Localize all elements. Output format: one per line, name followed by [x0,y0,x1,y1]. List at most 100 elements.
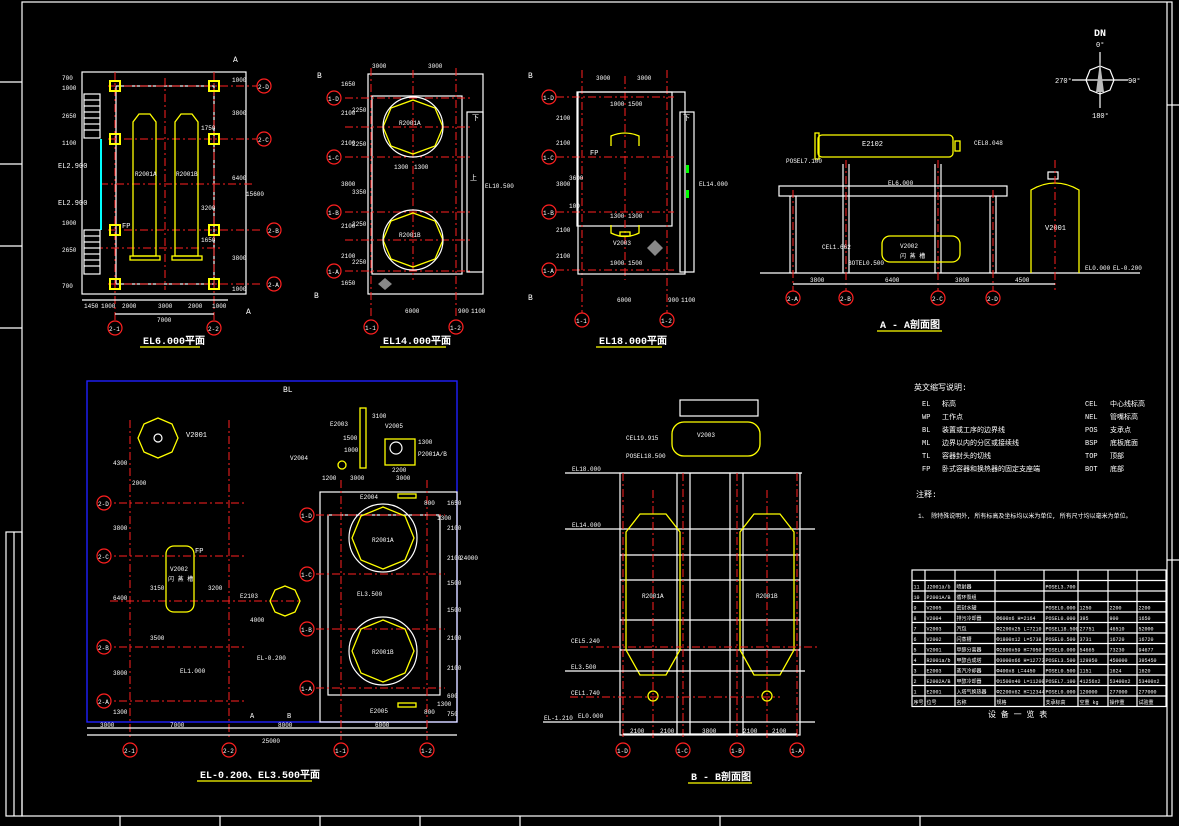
vessel-r2001b-section [739,513,795,676]
stair-top [83,93,101,139]
table-cell: Φ2200x25 L=7210 [997,627,1042,633]
legend-abbr: CEL [1085,401,1098,409]
svg-text:7000: 7000 [170,722,185,729]
axis-bubbles-bottom: 1-1 1-2 [363,319,464,335]
axis-label: 1-A [791,748,802,755]
vessel-e2003-plan [359,407,367,469]
dims-bottom: 3000 7000 8000 6000 25000 [87,722,457,745]
svg-text:1500: 1500 [447,607,462,614]
svg-text:1300: 1300 [437,515,452,522]
vessel-tag: R2001B [372,649,394,656]
axis-bubbles-bottom: 2-1 2-2 [107,320,222,336]
axis-label: 1-A [328,269,339,276]
vessel-r2001a-plan [382,99,444,155]
legend-desc: 工作点 [942,412,963,422]
axis-label: 1-A [301,686,312,693]
table-cell: Φ600x6 H=2164 [997,616,1036,622]
view-el18-plan: V2003 FP 下 EL14.000 3000 3000 B B 1000 1… [528,70,728,348]
dim: 1100 [471,308,486,315]
vessel-tag: V2002 [170,566,188,573]
svg-text:2100: 2100 [341,223,356,230]
vessel-name: 闪 蒸 槽 [168,575,193,583]
table-cell: POSEL0.000 [1046,616,1076,622]
svg-text:6400: 6400 [232,175,247,182]
dims-left: 700 1000 2650 1100 1000 2650 700 [62,75,77,290]
section-mark: A [246,308,251,317]
svg-text:600: 600 [447,693,458,700]
stair-label: 下 [472,114,479,123]
legend-abbr: BSP [1085,440,1098,448]
axis-bubbles-left: 1-D 1-C 1-B 1-A [326,90,342,279]
axis-label: 2-D [987,296,998,303]
el-label: CEL1.740 [571,690,600,697]
axis-label: 1-D [617,748,628,755]
section-mark: B [317,72,322,81]
table-cell: 53400x2 [1110,679,1131,685]
svg-text:3800: 3800 [341,181,356,188]
axis-bubbles-bottom: 2-1 2-2 1-1 1-2 [122,742,435,758]
table-cell: 900 [1110,616,1119,622]
dim: 1300 [628,213,643,220]
legend-abbr: TL [922,453,930,461]
table-cell: V2004 [927,616,942,622]
hatch-opening [647,240,663,256]
legend-abbr: FP [922,466,930,474]
legend-desc: 管嘴标高 [1110,412,1138,422]
dims-right: 1650 2100 2100 1500 1500 2100 2100 600 7… [447,500,478,718]
legend-abbr: BL [922,427,930,435]
vessel-tag: R2001B [399,232,421,239]
svg-text:750: 750 [447,711,458,718]
legend-abbr: NEL [1085,414,1098,422]
axis-bubbles-right: 1-D 1-C 1-B 1-A [299,507,315,696]
axis-label: 1-C [328,155,339,162]
stair [466,111,484,273]
table-cell: 4 [914,658,917,664]
dim: 2000 [132,480,147,487]
legend-desc: 边界以内的分区或接续线 [942,438,1019,448]
dim: 1000 [212,303,227,310]
table-header-cell: 规格 [997,699,1007,706]
table-cell: 甲醇分离器 [957,647,982,654]
dim: 3500 [150,635,165,642]
svg-text:1300: 1300 [437,701,452,708]
vessel-v2004-plan [337,460,347,470]
table-cell: P2001A/B [927,595,951,601]
svg-text:2100: 2100 [341,253,356,260]
axis-label: 2-C [98,554,109,561]
table-cell: 16720 [1110,637,1125,643]
dims-top-right: 1200 3000 3000 2200 1500 3100 1000 1300 [322,413,433,482]
section-mark: A [250,713,255,721]
svg-text:2100: 2100 [447,665,462,672]
table-cell: 2 [914,679,917,685]
fp-label: FP [122,223,130,231]
legend-desc: 支承点 [1110,425,1131,435]
dims-left: 2100 2100 3800 2100 2100 [556,115,571,260]
axis-label: 1-2 [661,318,672,325]
dim: 1000 [610,260,625,267]
table-cell: Φ3000x66 H=12773 [997,658,1045,664]
vessel-r2001a [132,113,157,257]
axis-bubbles-left: 1-D 1-C 1-B 1-A [541,89,557,278]
table-cell: R2001a/b [927,658,951,664]
table-cell: 喷射器 [957,584,972,591]
table-cell: POSEL0.000 [1046,648,1076,654]
dim: 2000 [122,303,137,310]
view-title: EL-0.200、EL3.500平面 [200,769,320,782]
table-cell: 53400x2 [1139,679,1160,685]
north-compass: DN 0° 90° 180° 270° [1055,29,1141,121]
svg-text:2200: 2200 [392,467,407,474]
axis-label: 1-2 [450,325,461,332]
svg-text:2100: 2100 [447,525,462,532]
stair-label: 上 [470,173,477,183]
el-label: EL3.500 [357,591,383,598]
el-label: CEL1.662 [822,244,851,251]
table-cell: POSEL7.100 [1046,679,1076,685]
bottom-ruler [119,816,921,826]
vessel-v2001-plan [137,417,179,459]
legend-desc: 中心线标高 [1110,399,1145,409]
svg-text:3800: 3800 [232,255,247,262]
compass-east: 90° [1128,77,1141,86]
legend-abbr: EL [922,401,930,409]
svg-text:1300: 1300 [418,439,433,446]
